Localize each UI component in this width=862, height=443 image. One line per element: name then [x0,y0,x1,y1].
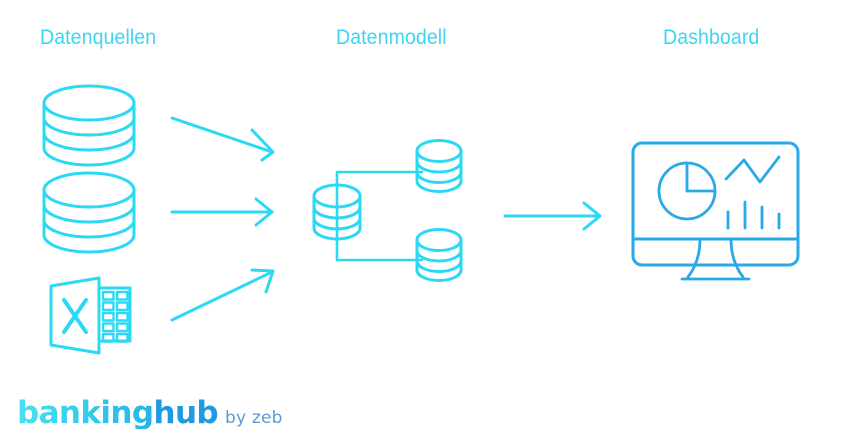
data-model-node-cylinder-bottom [415,228,463,282]
arrow-source-2-to-model [170,197,274,227]
arrow-source-1-to-model [170,116,275,162]
heading-datenquellen: Datenquellen [40,26,157,49]
arrow-source-3-to-model [170,268,275,322]
connector-hub-to-top [335,170,424,214]
monitor-frame [631,141,800,281]
heading-dashboard: Dashboard [663,26,760,49]
database-cylinder-1 [42,84,136,167]
bankinghub-logo: banking hub by zeb [17,398,283,429]
heading-datenmodell: Datenmodell [336,26,447,49]
data-model-hub-cylinder [312,183,362,241]
connector-hub-to-bottom [335,210,424,262]
logo-word-hub: hub [153,395,219,431]
bar-chart-widget [726,200,781,230]
logo-word-banking: banking [17,395,154,431]
data-model-node-cylinder-top [415,139,463,193]
line-chart-widget [724,155,781,184]
pie-chart-widget [657,161,717,221]
arrow-model-to-dashboard [503,201,602,231]
logo-tagline-by-zeb: by zeb [225,408,283,428]
excel-file-icon [49,276,132,355]
database-cylinder-2 [42,171,136,254]
